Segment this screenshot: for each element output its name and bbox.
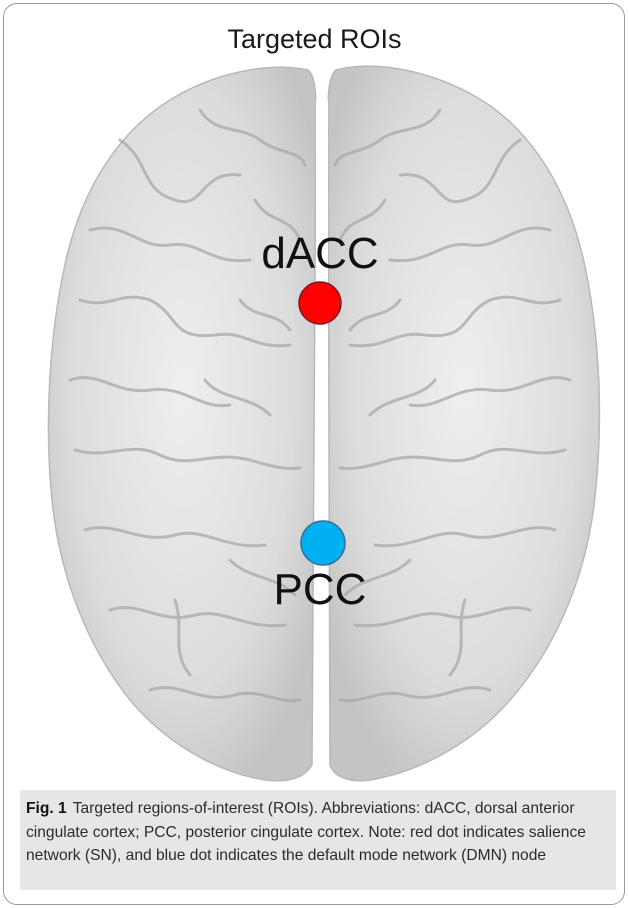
longitudinal-fissure: [316, 100, 328, 770]
left-hemisphere: [48, 67, 316, 781]
right-hemisphere: [328, 66, 599, 781]
dacc-dot: [299, 282, 341, 324]
pcc-dot: [301, 521, 345, 565]
caption-text: Targeted regions-of-interest (ROIs). Abb…: [26, 800, 586, 864]
figure-label: Fig. 1: [26, 800, 67, 817]
figure-caption: Fig. 1Targeted regions-of-interest (ROIs…: [26, 797, 606, 868]
dacc-label: dACC: [261, 229, 378, 278]
pcc-label: PCC: [274, 565, 367, 614]
